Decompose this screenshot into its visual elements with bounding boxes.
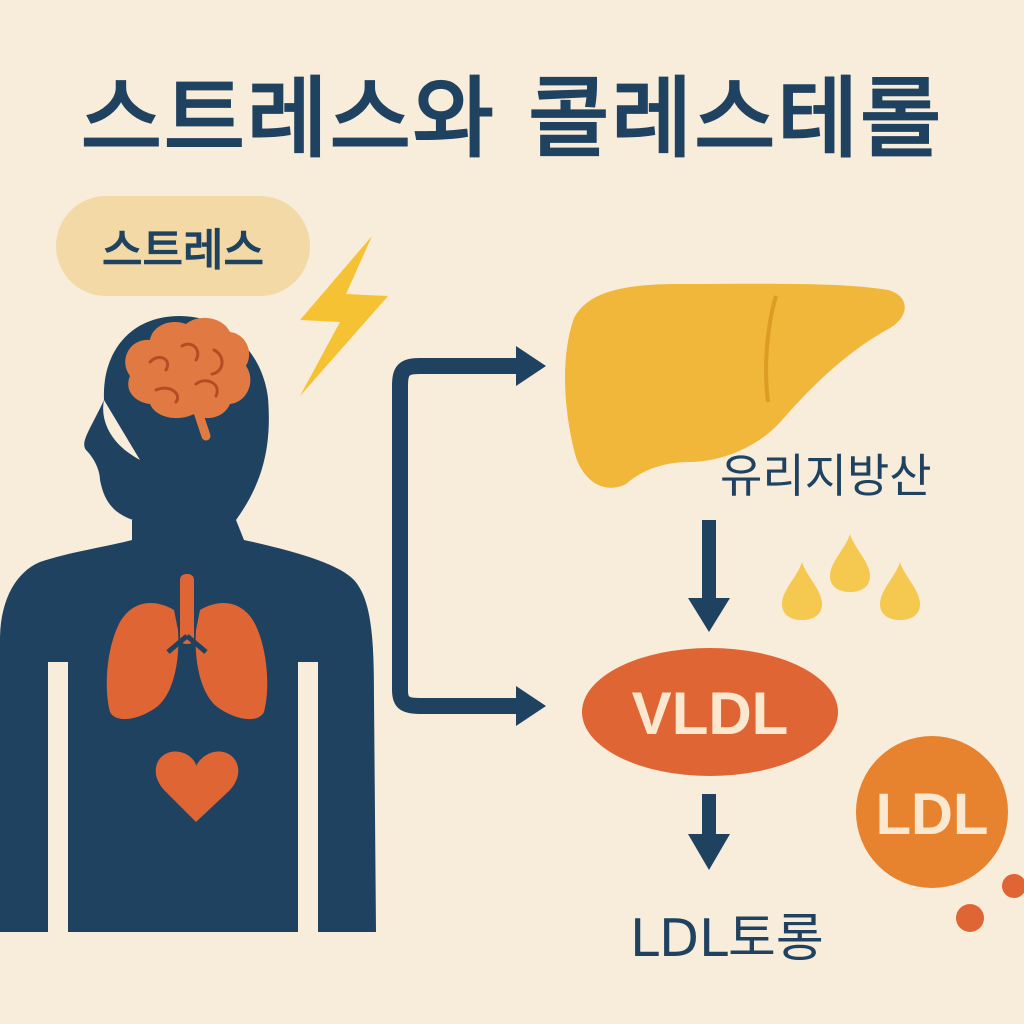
brain-icon xyxy=(125,317,251,441)
droplet-icon xyxy=(830,534,870,592)
ldl-circle xyxy=(856,736,1008,888)
particle-dot xyxy=(1002,874,1024,898)
stress-label: 스트레스 xyxy=(102,225,264,276)
fat-droplets xyxy=(782,534,920,620)
ldl-label: LDL xyxy=(876,782,989,847)
arrow-head-to-liver xyxy=(516,346,546,386)
branch-arrows xyxy=(392,346,546,726)
arrow-down-to-ldl xyxy=(688,794,730,870)
arrow-head-to-vldl xyxy=(516,686,546,726)
droplet-icon xyxy=(880,562,920,620)
page-title: 스트레스와 콜레스테롤 xyxy=(80,67,944,170)
vldl-ellipse xyxy=(582,648,838,776)
liver-icon xyxy=(565,283,905,488)
torso-shape xyxy=(0,520,376,932)
vldl-label: VLDL xyxy=(632,680,789,747)
arrow-down-to-vldl xyxy=(688,520,730,632)
heart-icon xyxy=(155,751,239,822)
lungs-icon xyxy=(106,574,268,720)
lightning-icon xyxy=(300,236,388,396)
particle-dot xyxy=(956,904,984,932)
stress-label-pill: 스트레스 xyxy=(56,196,310,296)
droplet-icon xyxy=(782,562,822,620)
ldl-conversion-label: LDL토롱 xyxy=(630,909,824,969)
free-fatty-acid-label: 유리지방산 xyxy=(720,449,932,503)
